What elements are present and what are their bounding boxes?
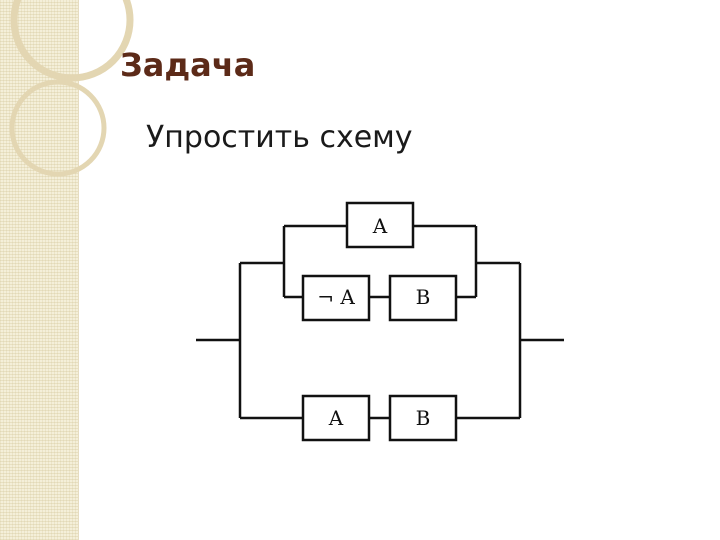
label-top-a: A <box>372 214 388 238</box>
label-bottom-b: B <box>416 406 431 430</box>
slide-subtitle: Упростить схему <box>146 120 413 155</box>
block-bottom-a <box>301 394 371 442</box>
block-bottom-b <box>388 394 458 442</box>
label-bottom-a: A <box>328 406 344 430</box>
swirl-arc-small <box>9 79 107 177</box>
side-band-divider <box>78 0 79 540</box>
block-top-a <box>345 201 415 249</box>
decorative-swirl <box>9 0 134 177</box>
swirl-arc-large <box>10 0 134 82</box>
block-not-a <box>301 274 371 322</box>
block-mid-b <box>388 274 458 322</box>
decorative-side-band <box>0 0 78 540</box>
circuit-wires <box>196 201 564 442</box>
slide-title: Задача <box>120 46 256 84</box>
label-mid-b: B <box>416 285 431 309</box>
label-not-a: ¬ A <box>317 285 355 309</box>
